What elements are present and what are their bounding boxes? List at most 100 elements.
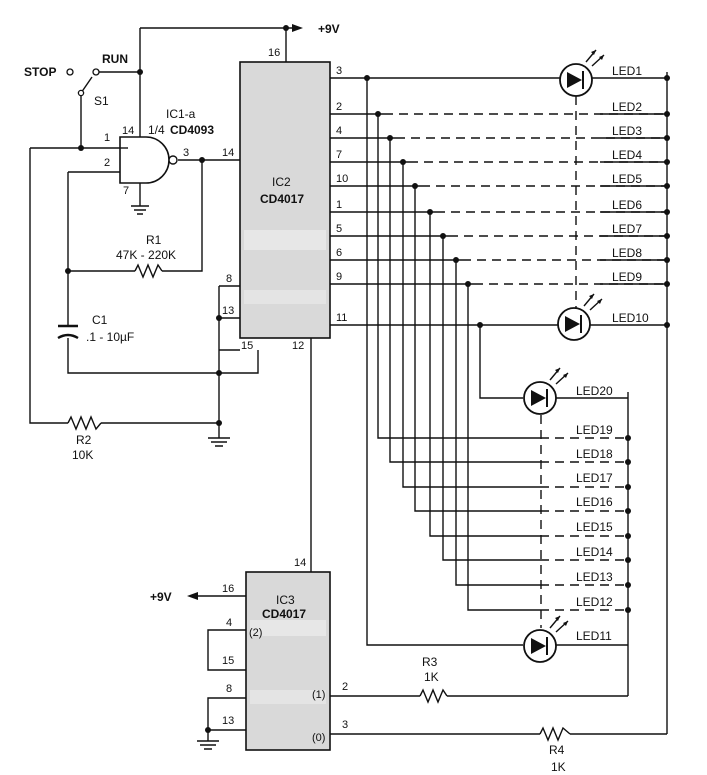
led-label-1: LED1 (612, 64, 642, 78)
r1-value-label: 47K - 220K (116, 248, 176, 262)
junction-dot (625, 533, 631, 539)
ic2-pin-15: 15 (241, 340, 253, 352)
ic1-pin-2: 2 (104, 157, 110, 169)
junction-dots (65, 25, 289, 733)
switch-name-label: S1 (94, 94, 109, 108)
junction-dot (625, 557, 631, 563)
ic2-pin-right-4: 4 (336, 125, 342, 137)
c1-name-label: C1 (92, 313, 108, 327)
switch-stop-label: STOP (24, 65, 56, 79)
resistor-r1 (134, 263, 163, 279)
led-label-5: LED5 (612, 172, 642, 186)
led-label-17: LED17 (576, 471, 613, 485)
ic1-pin-3: 3 (183, 147, 189, 159)
ic2-pin-right-2: 2 (336, 101, 342, 113)
led-label-13: LED13 (576, 570, 613, 584)
led-label-8: LED8 (612, 246, 642, 260)
led-label-6: LED6 (612, 198, 642, 212)
ic1-pin-14: 14 (122, 125, 134, 137)
junction-dot (664, 209, 670, 215)
ic3-pin-14: 14 (294, 557, 306, 569)
ic2-pin-right-6: 6 (336, 247, 342, 259)
switch-pivot (77, 89, 85, 97)
r2-name-label: R2 (76, 433, 92, 447)
ic3-pin-2: 2 (342, 681, 348, 693)
led-label-15: LED15 (576, 520, 613, 534)
junction-dot (664, 257, 670, 263)
ic2-pin-right-5: 5 (336, 223, 342, 235)
r4-value-label: 1K (551, 760, 566, 774)
junction-dot (664, 233, 670, 239)
switch-run-contact (92, 68, 100, 76)
ic2-pin-right-10: 10 (336, 173, 348, 185)
led-label-12: LED12 (576, 595, 613, 609)
c1-value-label: .1 - 10µF (86, 330, 134, 344)
junction-dot (664, 281, 670, 287)
ic1-desc-label: 1/4 (148, 123, 165, 137)
ground-icon (131, 200, 149, 215)
junction-dot (664, 183, 670, 189)
ic3-pin-15: 15 (222, 655, 234, 667)
junction-dot (477, 322, 483, 328)
led-label-14: LED14 (576, 545, 613, 559)
led-label-2: LED2 (612, 100, 642, 114)
ic2-pin-right-1: 1 (336, 199, 342, 211)
capacitor-c1 (57, 324, 79, 340)
ic3-pin-13: 13 (222, 715, 234, 727)
ic3-pin-4: 4 (226, 617, 232, 629)
led-label-20: LED20 (576, 384, 613, 398)
r3-value-label: 1K (424, 670, 439, 684)
ground-icon (197, 740, 219, 750)
ic2-pin-right-11: 11 (336, 312, 347, 324)
ground-icon (208, 437, 230, 447)
ic1-pin-7: 7 (123, 185, 129, 197)
led-label-11: LED11 (576, 629, 612, 643)
junction-dot (625, 435, 631, 441)
trace-drop (467, 284, 540, 611)
ic1-nand-gate (119, 136, 178, 184)
ic2-pin-13: 13 (222, 305, 234, 317)
switch-stop-contact (66, 68, 74, 76)
ic2-part-label: CD4017 (260, 192, 304, 206)
r3-name-label: R3 (422, 655, 438, 669)
switch-run-label: RUN (102, 52, 128, 66)
ic2-pin-right-9: 9 (336, 271, 342, 283)
r2-value-label: 10K (72, 448, 93, 462)
led20-symbol (523, 367, 569, 415)
junction-dot (364, 75, 370, 81)
supply-top-label: +9V (318, 22, 340, 36)
trace-drop (455, 260, 540, 586)
led1-symbol (559, 49, 605, 97)
ic3-pin-16: 16 (222, 583, 234, 595)
led-label-9: LED9 (612, 270, 642, 284)
led-label-3: LED3 (612, 124, 642, 138)
led-label-16: LED16 (576, 495, 613, 509)
junction-dot (664, 111, 670, 117)
ic3-pin-8: 8 (226, 683, 232, 695)
ic2-pin-16: 16 (268, 47, 280, 59)
ic3-inner-0: (0) (312, 732, 325, 744)
r4-name-label: R4 (549, 743, 565, 757)
led-label-18: LED18 (576, 447, 613, 461)
ic3-inner-2: (2) (249, 627, 262, 639)
r1-name-label: R1 (146, 233, 162, 247)
junction-dot (625, 508, 631, 514)
ic2-pin-right-7: 7 (336, 149, 342, 161)
ic2-chip (239, 61, 331, 339)
ic2-pin-14: 14 (222, 147, 234, 159)
trace-drop (442, 236, 540, 561)
resistor-r3 (419, 688, 448, 704)
trace-drop (389, 138, 540, 463)
supply-ic3-label: +9V (150, 590, 172, 604)
led-label-4: LED4 (612, 148, 642, 162)
ic1-pin-1: 1 (104, 132, 110, 144)
ic1-part-label: CD4093 (170, 123, 214, 137)
trace-drop (414, 186, 540, 512)
wiring (29, 24, 668, 741)
ic3-inner-1: (1) (312, 689, 325, 701)
junction-dot (664, 75, 670, 81)
junction-dot (625, 484, 631, 490)
trace-drop (377, 114, 540, 439)
led-label-19: LED19 (576, 423, 613, 437)
ic2-pin-12: 12 (292, 340, 304, 352)
